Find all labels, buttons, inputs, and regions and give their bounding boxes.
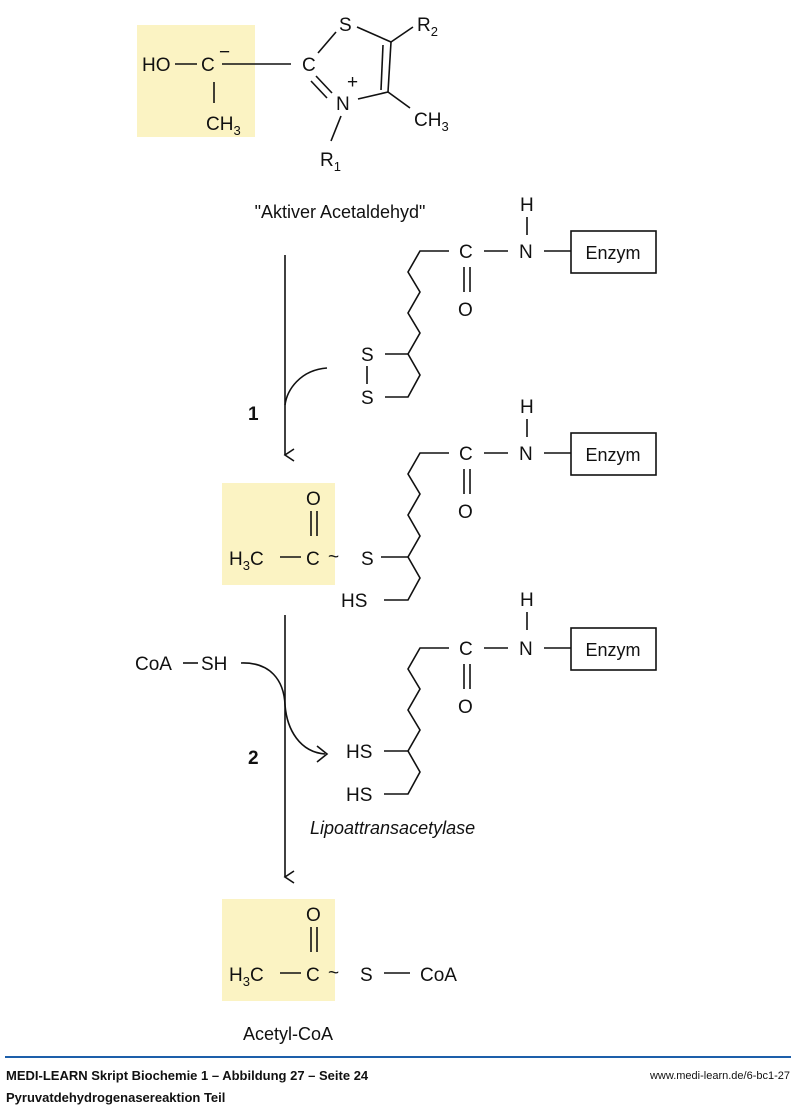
highlight-acetyl-1 <box>222 483 335 585</box>
atom-h: H <box>520 590 534 611</box>
atom-c: C <box>306 965 320 986</box>
atom-ch3-right: CH3 <box>414 110 449 134</box>
alkyl-chain <box>384 647 449 795</box>
atom-ho: HO <box>142 55 171 76</box>
thioester-tilde: ~ <box>328 963 339 984</box>
atom-hs: HS <box>341 591 367 612</box>
acetyl-coa: O H3C C ~ S CoA Acetyl-CoA <box>222 899 457 1044</box>
atom-o: O <box>458 502 473 523</box>
atom-o: O <box>306 905 321 926</box>
reaction-diagram: HO C − CH3 C S R2 CH3 N + R1 "Aktiver Ac… <box>135 15 657 1044</box>
atom-c-carbanion: C <box>201 55 215 76</box>
atom-o-acetyl: O <box>306 489 321 510</box>
atom-n-ring: N <box>336 94 350 115</box>
atom-c: C <box>459 639 473 660</box>
footer-subtitle: Pyruvatdehydrogenasereaktion Teil <box>6 1090 226 1105</box>
arrow-2-side-head <box>316 745 329 763</box>
atom-hs-upper: HS <box>346 742 372 763</box>
atom-h3c: H3C <box>229 965 264 989</box>
footer-url[interactable]: www.medi-learn.de/6-bc1-27 <box>649 1070 790 1082</box>
caption-active-acetaldehyde: "Aktiver Acetaldehyd" <box>255 202 426 222</box>
atom-h: H <box>520 195 534 216</box>
atom-c: C <box>459 242 473 263</box>
reaction-arrow-1: 1 <box>248 255 328 462</box>
step-1-label: 1 <box>248 404 259 425</box>
enzyme-box <box>570 432 657 476</box>
lipoamide-oxidized: H C N Enzym O S S <box>361 195 657 409</box>
arrow-1-side <box>284 367 328 406</box>
atom-ch3-left: CH3 <box>206 114 241 138</box>
atom-r1: R1 <box>320 150 341 174</box>
enzyme-label: Enzym <box>585 243 640 263</box>
reactant-coa-sh: CoA <box>135 654 172 675</box>
highlight-hydroxyethyl <box>137 25 255 137</box>
footer-divider <box>5 1056 791 1058</box>
reaction-arrow-2: CoA SH 2 Lipoattransacetylase <box>135 615 475 884</box>
enzyme-label: Enzym <box>585 640 640 660</box>
bond-c-n-a <box>315 75 333 94</box>
bond-c5-r2 <box>390 26 414 43</box>
atom-h3c: H3C <box>229 549 264 573</box>
bond-c5-c4-a <box>387 41 392 93</box>
alkyl-chain <box>385 250 449 398</box>
charge-minus: − <box>219 42 230 63</box>
atom-n: N <box>519 639 533 660</box>
highlight-acetyl-2 <box>222 899 335 1001</box>
active-acetaldehyde: HO C − CH3 C S R2 CH3 N + R1 "Aktiver Ac… <box>137 15 449 222</box>
bond-c4-ch3 <box>387 91 411 109</box>
atom-s-thioester: S <box>361 549 374 570</box>
atom-coa: CoA <box>420 965 457 986</box>
atom-hs-lower: HS <box>346 785 372 806</box>
atom-s-ring: S <box>339 15 352 36</box>
atom-c-ring: C <box>302 55 316 76</box>
atom-o: O <box>458 697 473 718</box>
thioester-tilde: ~ <box>328 547 339 568</box>
atom-c: C <box>459 444 473 465</box>
bond-n-r1 <box>330 115 342 142</box>
step-2-label: 2 <box>248 748 259 769</box>
atom-s-lower: S <box>361 388 374 409</box>
charge-plus: + <box>347 72 358 93</box>
enzyme-box <box>570 230 657 274</box>
atom-s-upper: S <box>361 345 374 366</box>
atom-h: H <box>520 397 534 418</box>
caption-acetyl-coa: Acetyl-CoA <box>243 1024 333 1044</box>
atom-o: O <box>458 300 473 321</box>
bond-c4-n <box>357 91 389 100</box>
atom-s: S <box>360 965 373 986</box>
atom-r2: R2 <box>417 15 438 39</box>
bond-s-c5 <box>356 26 392 43</box>
acetyl-dihydrolipoamide: O H3C C ~ S HS H C N Enzym O <box>222 397 657 612</box>
bond-c-s <box>317 31 337 54</box>
arrow-2-side <box>240 662 326 755</box>
enzyme-box <box>570 627 657 671</box>
alkyl-chain <box>384 452 449 601</box>
bond-c-n-b <box>310 80 328 99</box>
bond-c5-c4-b <box>380 44 384 91</box>
enzyme-name: Lipoattransacetylase <box>310 818 475 838</box>
atom-c-acetyl: C <box>306 549 320 570</box>
footer-title: MEDI-LEARN Skript Biochemie 1 – Abbildun… <box>6 1068 369 1083</box>
atom-n: N <box>519 444 533 465</box>
dihydrolipoamide: H C N Enzym O HS HS <box>346 590 657 806</box>
atom-n: N <box>519 242 533 263</box>
reactant-sh: SH <box>201 654 227 675</box>
enzyme-label: Enzym <box>585 445 640 465</box>
